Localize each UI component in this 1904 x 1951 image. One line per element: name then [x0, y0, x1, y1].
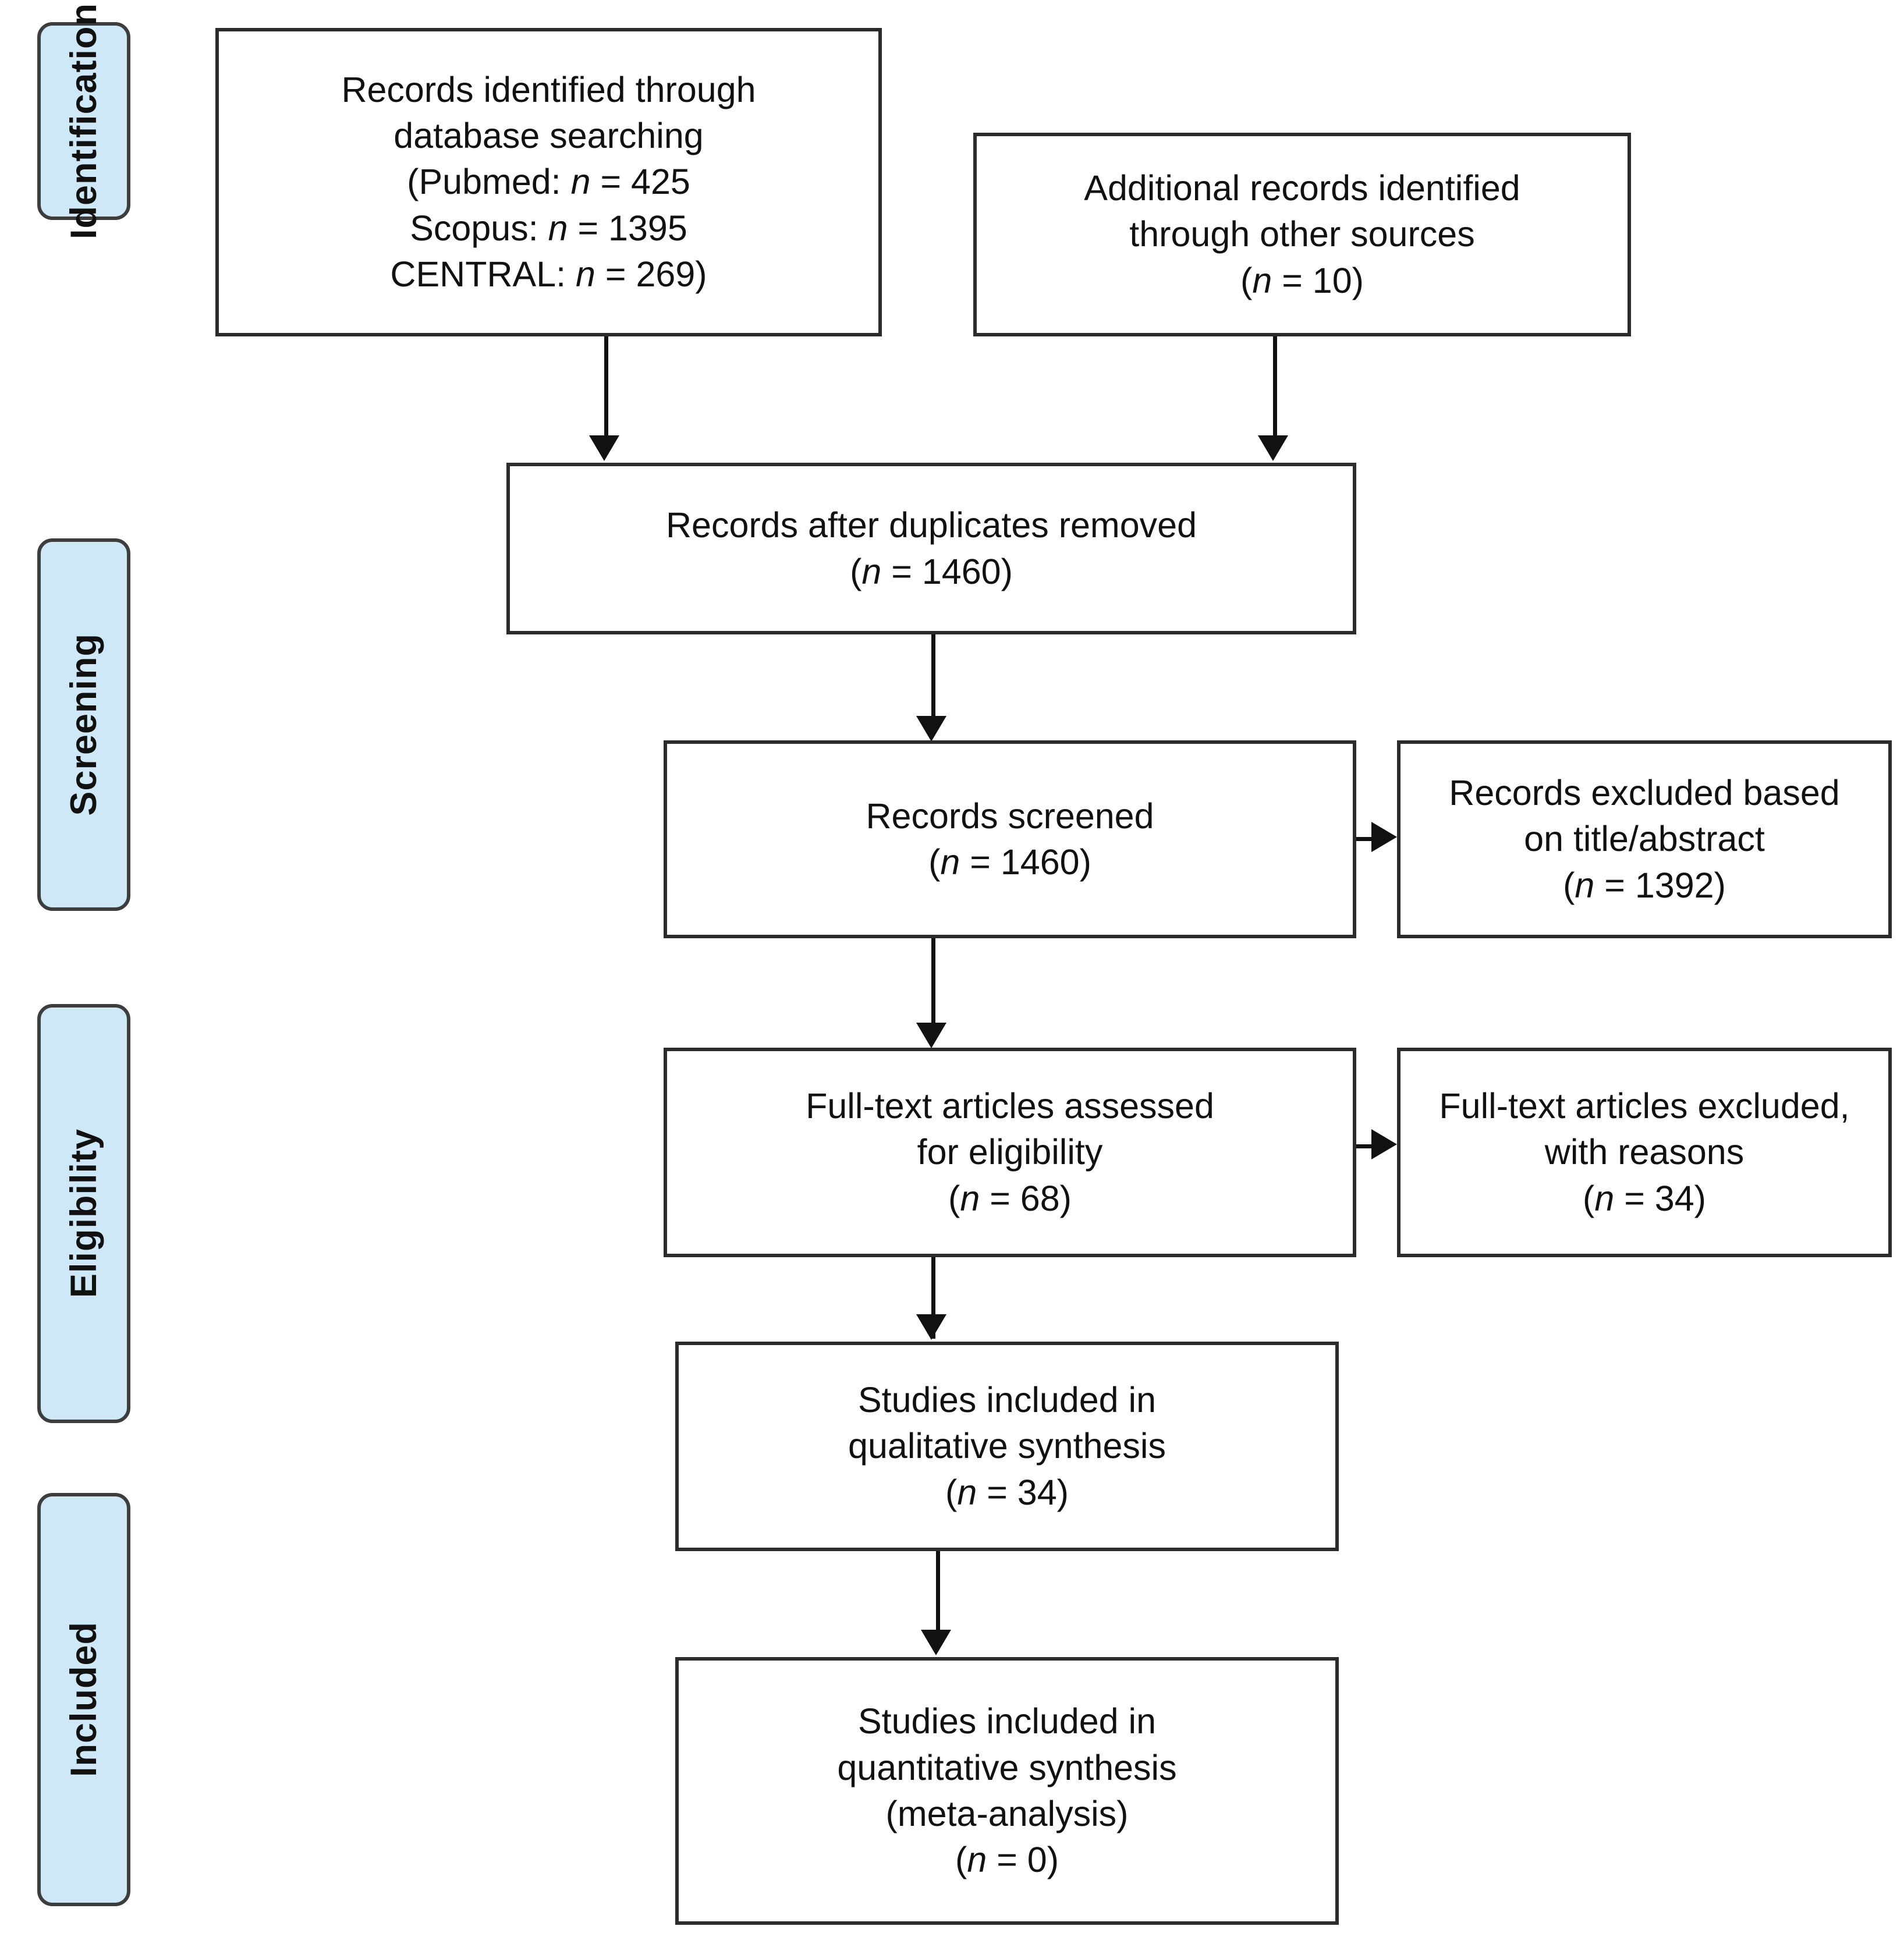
quantitative-count-open: (: [955, 1840, 967, 1880]
phase-included-label: Included: [63, 1622, 104, 1778]
qualitative-count-value: = 34): [977, 1472, 1069, 1512]
records-screened-count: (n = 1460): [928, 839, 1091, 885]
qualitative-count-n-symbol: n: [957, 1472, 977, 1512]
duplicates-count-open: (: [850, 551, 862, 591]
identified-database-line1: Records identified through: [341, 69, 756, 109]
arrow-screened-to-fulltext: [916, 1023, 946, 1048]
fulltext-excluded-line1: Full-text articles excluded,: [1439, 1086, 1850, 1126]
fulltext-excluded-line2: with reasons: [1544, 1132, 1745, 1172]
records-excluded-count: (n = 1392): [1563, 863, 1726, 909]
quantitative-count-n-symbol: n: [967, 1840, 987, 1880]
quantitative-line1: Studies included in: [857, 1701, 1157, 1741]
fulltext-excluded-count-n-symbol: n: [1594, 1178, 1615, 1218]
pubmed-prefix: (Pubmed:: [407, 162, 571, 202]
central-value: = 269): [595, 254, 707, 294]
screened-count-n-symbol: n: [940, 842, 960, 882]
identified-other-line1: Additional records identified: [1084, 168, 1520, 208]
excluded-count-value: = 1392): [1594, 865, 1726, 905]
identified-other-line2: through other sources: [1129, 214, 1475, 254]
assessed-count-value: = 68): [980, 1178, 1072, 1218]
arrow-fulltext-to-qualitative: [916, 1314, 946, 1340]
box-records-excluded-title-abstract: Records excluded based on title/abstract…: [1397, 740, 1892, 938]
fulltext-assessed-line2: for eligibility: [917, 1132, 1103, 1172]
fulltext-assessed-line1: Full-text articles assessed: [806, 1086, 1214, 1126]
phase-identification: Identification: [37, 3, 130, 239]
qualitative-count-open: (: [945, 1472, 958, 1512]
connector-screened-to-fulltext: [931, 938, 935, 1023]
scopus-prefix: Scopus:: [410, 208, 548, 248]
screened-count-open: (: [928, 842, 941, 882]
connector-identified-database-down: [604, 336, 608, 435]
qualitative-line1: Studies included in: [857, 1380, 1157, 1420]
quantitative-line3: (meta-analysis): [885, 1794, 1129, 1833]
box-records-after-duplicates-removed: Records after duplicates removed (n = 14…: [506, 463, 1356, 634]
duplicates-count-value: = 1460): [881, 551, 1013, 591]
connector-identified-other-down: [1273, 336, 1277, 435]
other-count-n-symbol: n: [1252, 260, 1272, 300]
excluded-count-open: (: [1563, 865, 1575, 905]
scopus-value: = 1395: [568, 208, 687, 248]
assessed-count-n-symbol: n: [960, 1178, 980, 1218]
arrow-screened-to-excluded: [1371, 822, 1397, 852]
records-excluded-line2: on title/abstract: [1524, 819, 1765, 859]
connector-qualitative-to-quantitative: [936, 1551, 940, 1644]
connector-duplicates-to-screened: [931, 634, 935, 716]
scopus-n-symbol: n: [548, 208, 568, 248]
excluded-count-n-symbol: n: [1575, 865, 1595, 905]
connector-fulltext-to-qualitative: [931, 1257, 935, 1339]
box-records-identified-database: Records identified through database sear…: [215, 28, 882, 336]
quantitative-count: (n = 0): [955, 1837, 1059, 1883]
fulltext-excluded-count-open: (: [1583, 1178, 1595, 1218]
connector-screened-to-excluded: [1356, 837, 1380, 841]
assessed-count-open: (: [948, 1178, 960, 1218]
central-prefix: CENTRAL:: [390, 254, 576, 294]
duplicates-count-n-symbol: n: [861, 551, 882, 591]
records-screened-line1: Records screened: [866, 796, 1154, 836]
identified-database-scopus: Scopus: n = 1395: [410, 205, 687, 251]
phase-included: Included: [37, 1493, 130, 1906]
box-studies-quantitative-synthesis: Studies included in quantitative synthes…: [675, 1657, 1339, 1925]
phase-screening-label: Screening: [63, 633, 104, 816]
other-count-open: (: [1240, 260, 1253, 300]
arrow-identified-other-to-duplicates: [1258, 435, 1288, 461]
fulltext-excluded-count-value: = 34): [1614, 1178, 1706, 1218]
box-studies-qualitative-synthesis: Studies included in qualitative synthesi…: [675, 1342, 1339, 1551]
box-fulltext-excluded-with-reasons: Full-text articles excluded, with reason…: [1397, 1048, 1892, 1257]
quantitative-count-value: = 0): [987, 1840, 1059, 1880]
fulltext-excluded-count: (n = 34): [1583, 1176, 1706, 1222]
other-count-value: = 10): [1272, 260, 1364, 300]
pubmed-value: = 425: [590, 162, 690, 202]
quantitative-line2: quantitative synthesis: [837, 1747, 1177, 1787]
box-fulltext-assessed-eligibility: Full-text articles assessed for eligibil…: [664, 1048, 1356, 1257]
phase-eligibility: Eligibility: [37, 1004, 130, 1423]
identified-database-central: CENTRAL: n = 269): [390, 251, 707, 297]
identified-database-pubmed: (Pubmed: n = 425: [407, 159, 690, 205]
arrow-duplicates-to-screened: [916, 716, 946, 742]
identified-other-count: (n = 10): [1240, 258, 1364, 304]
screened-count-value: = 1460): [960, 842, 1091, 882]
identified-database-line2: database searching: [393, 116, 704, 156]
box-additional-records-other-sources: Additional records identified through ot…: [973, 133, 1631, 336]
arrow-identified-database-to-duplicates: [589, 435, 619, 461]
phase-screening: Screening: [37, 538, 130, 911]
box-records-screened: Records screened (n = 1460): [664, 740, 1356, 938]
phase-identification-label: Identification: [63, 3, 104, 239]
connector-fulltext-to-excluded: [1356, 1144, 1380, 1148]
records-excluded-line1: Records excluded based: [1449, 773, 1840, 813]
duplicates-removed-count: (n = 1460): [850, 549, 1013, 595]
qualitative-count: (n = 34): [945, 1470, 1069, 1516]
duplicates-removed-line1: Records after duplicates removed: [665, 505, 1197, 545]
central-n-symbol: n: [576, 254, 595, 294]
pubmed-n-symbol: n: [570, 162, 591, 202]
arrow-qualitative-to-quantitative: [921, 1630, 951, 1655]
arrow-fulltext-to-excluded: [1371, 1129, 1397, 1159]
fulltext-assessed-count: (n = 68): [948, 1176, 1072, 1222]
qualitative-line2: qualitative synthesis: [848, 1426, 1166, 1466]
phase-eligibility-label: Eligibility: [63, 1129, 104, 1299]
